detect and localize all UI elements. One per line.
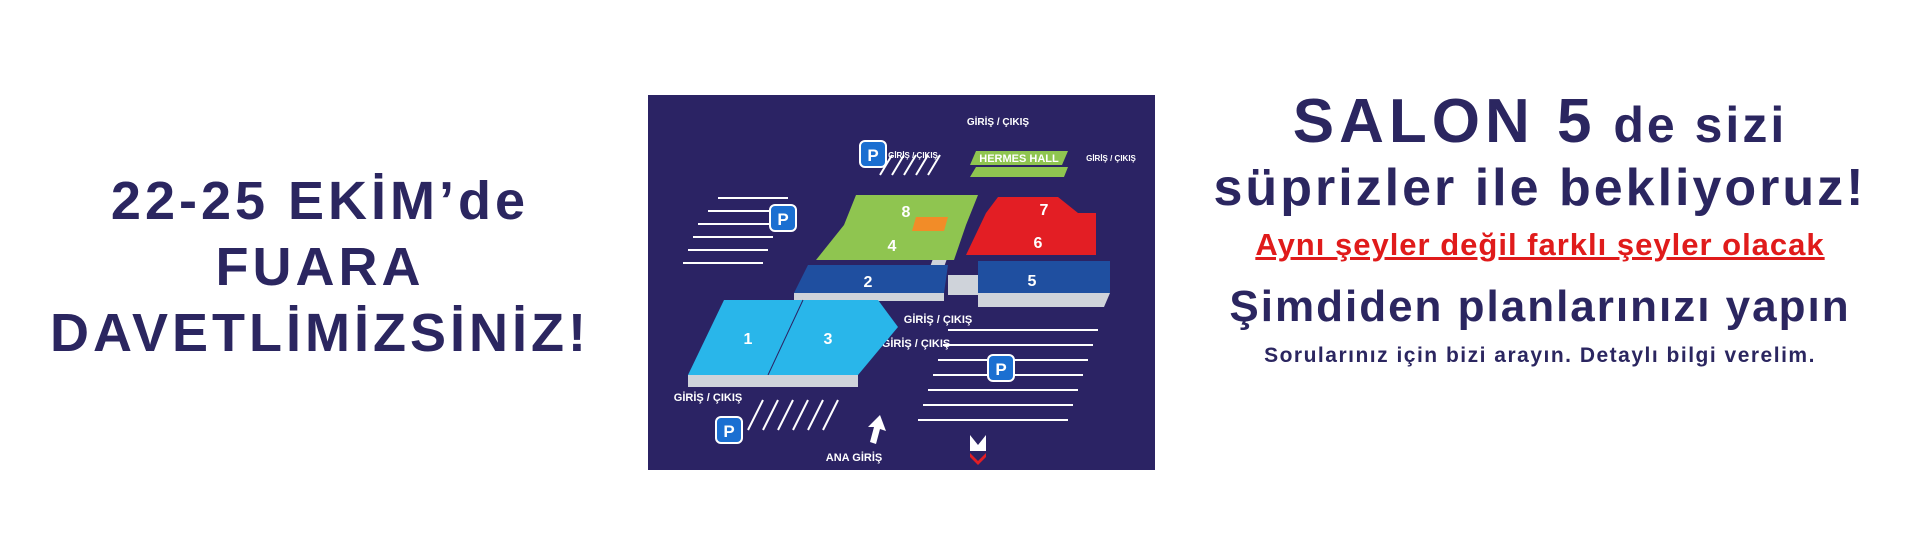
entry-small-right-label: GİRİŞ / ÇIKIŞ [1086, 154, 1136, 163]
hall-7-label: 7 [1040, 202, 1049, 219]
center-lobby [948, 275, 978, 295]
svg-text:P: P [723, 422, 734, 441]
hall-3-label: 3 [824, 331, 833, 348]
hall-8-block [844, 195, 978, 225]
fair-venue-map: HERMES HALL GİRİŞ / ÇIKIŞ GİRİŞ / ÇIKIŞ … [648, 95, 1155, 470]
hall-6-label: 6 [1034, 235, 1043, 252]
invited-line: DAVETLİMİZSİNİZ! [50, 303, 590, 363]
hall-6-block [966, 213, 1096, 255]
different-things-line: Aynı şeyler değil farklı şeyler olacak [1255, 227, 1825, 262]
parking-icon-top: P [859, 140, 887, 168]
hall-8-label: 8 [902, 204, 911, 221]
hall-1-3-base [688, 375, 858, 387]
parking-icon-right: P [987, 354, 1015, 382]
contact-line: Sorularınız için bizi arayın. Detaylı bi… [1264, 344, 1816, 367]
hall-5-base [978, 293, 1110, 307]
salon-line: SALON 5 de sizi [1170, 90, 1910, 157]
salon-number: SALON 5 [1292, 87, 1597, 156]
hermes-hall-block [970, 151, 1068, 165]
venue-map-drawing: HERMES HALL GİRİŞ / ÇIKIŞ GİRİŞ / ÇIKIŞ … [674, 115, 1137, 465]
hall-4-label: 4 [888, 238, 897, 255]
invitation-text: 22-25 EKİM’de FUARA DAVETLİMİZSİNİZ! [20, 168, 620, 366]
hall-8-highlight [912, 217, 948, 231]
hall-2-label: 2 [864, 274, 873, 291]
entry-top-label: GİRİŞ / ÇIKIŞ [967, 115, 1030, 128]
organizer-logo-icon [970, 435, 986, 465]
entry-middle2-label: GİRİŞ / ÇIKIŞ [882, 337, 950, 350]
parking-lines-left [683, 197, 788, 264]
salon-promo-text: SALON 5 de sizi süprizler ile bekliyoruz… [1170, 90, 1910, 371]
svg-text:P: P [867, 146, 878, 165]
plan-now-line: Şimdiden planlarınızı yapın [1229, 282, 1851, 331]
hall-1-label: 1 [744, 331, 753, 348]
parking-icon-left: P [769, 204, 797, 232]
entry-middle-label: GİRİŞ / ÇIKIŞ [904, 313, 972, 326]
hall-1-3-block [688, 300, 898, 375]
hermes-hall-label: HERMES HALL [979, 153, 1059, 165]
hall-7-block [986, 197, 1078, 213]
hall-2-block [794, 265, 948, 293]
hall-2-base [794, 293, 944, 301]
parking-icon-bottom: P [715, 416, 743, 444]
de-sizi-text: de sizi [1596, 97, 1788, 153]
surprise-line: süprizler ile bekliyoruz! [1213, 159, 1867, 217]
hall-1-3-divider [767, 299, 804, 376]
svg-text:P: P [995, 360, 1006, 379]
entry-bottom-left-label: GİRİŞ / ÇIKIŞ [674, 391, 742, 404]
fair-line: FUARA [215, 237, 425, 297]
parking-lines-bottom [747, 399, 839, 431]
main-entry-arrow-icon [868, 415, 886, 444]
hermes-hall-lower [970, 167, 1068, 177]
svg-text:P: P [777, 210, 788, 229]
entry-small-left-label: GİRİŞ / ÇIKIŞ [888, 151, 938, 160]
date-line: 22-25 EKİM’de [110, 171, 530, 231]
hall-5-label: 5 [1028, 273, 1037, 290]
main-entry-label: ANA GİRİŞ [826, 451, 882, 464]
hall-5-block [978, 261, 1110, 293]
hall-4-block [816, 225, 966, 260]
